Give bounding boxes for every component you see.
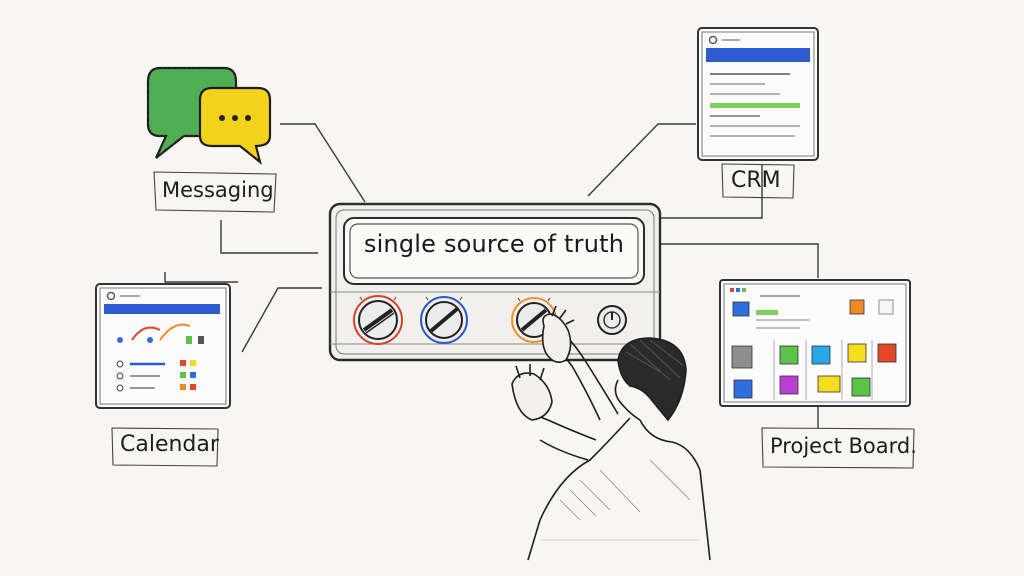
crm-window-icon <box>697 27 819 161</box>
control-panel <box>328 202 662 362</box>
messaging-label: Messaging <box>162 178 274 202</box>
label-frame-calendar <box>111 427 219 467</box>
calendar-label: Calendar <box>120 432 219 457</box>
label-frame-project <box>761 427 915 469</box>
connector-crm-left <box>587 123 696 197</box>
single-source-label: single source of truth <box>363 230 625 258</box>
person-figure <box>511 305 711 561</box>
connector-calendar-right <box>241 287 322 353</box>
connector-lines <box>164 123 819 428</box>
kanban-board-icon <box>719 279 911 407</box>
dial-knob-4[interactable] <box>597 305 627 335</box>
label-frame-messaging <box>153 171 277 213</box>
crm-label: CRM <box>731 168 781 193</box>
dial-knob-1[interactable] <box>353 295 403 345</box>
connector-project-top <box>660 243 819 278</box>
label-frames <box>111 163 915 469</box>
connector-crm-bottom <box>660 164 763 219</box>
calendar-window-icon <box>95 283 231 409</box>
label-frame-crm <box>721 163 795 199</box>
connector-messaging-top <box>280 123 366 203</box>
connector-calendar-top <box>164 272 238 283</box>
connector-messaging-bottom <box>220 220 318 254</box>
dial-knob-2[interactable] <box>420 296 468 344</box>
project-board-label: Project Board. <box>770 434 917 458</box>
chat-bubbles-icon <box>146 66 272 165</box>
